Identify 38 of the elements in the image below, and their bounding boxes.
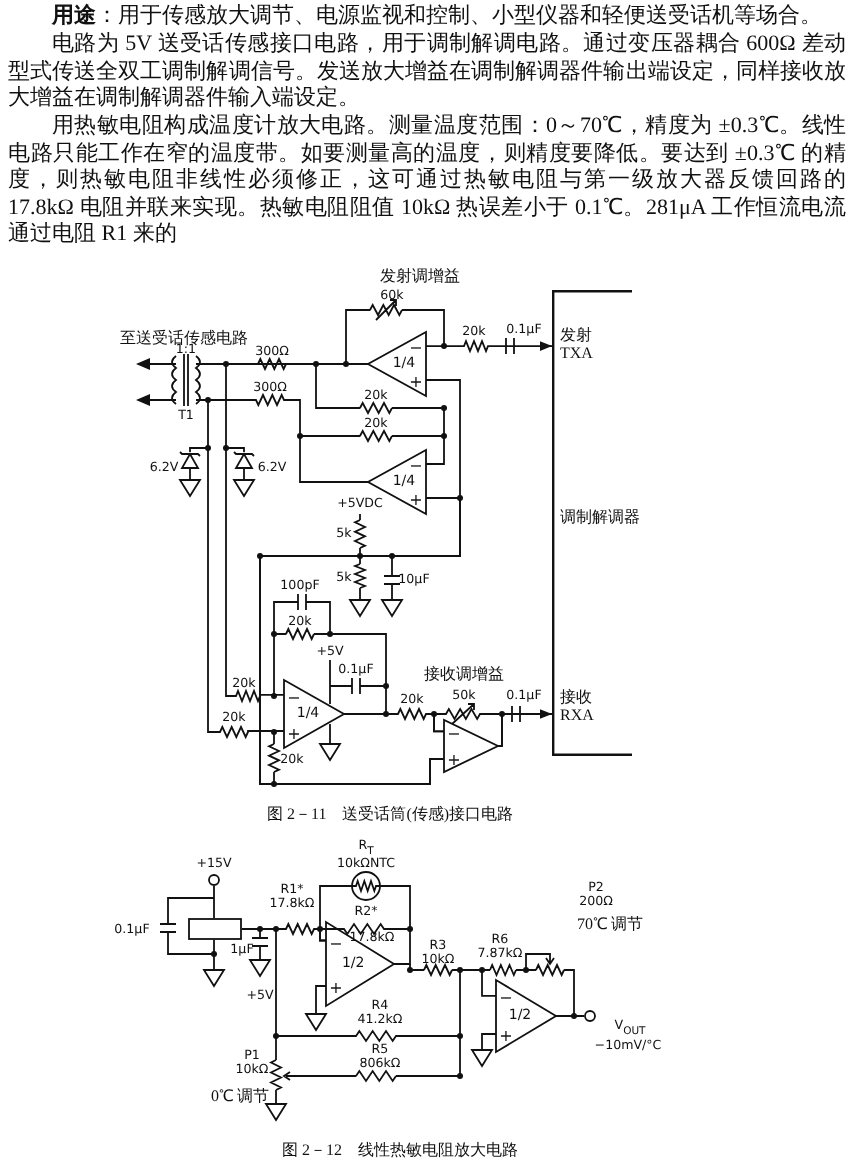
port-label: 接收 RXA [560, 688, 596, 724]
wire [207, 392, 369, 740]
op-amp-symbol [326, 922, 394, 1006]
input-sign: − [329, 936, 343, 950]
input-sign: + [499, 1029, 513, 1044]
input-sign: − [287, 690, 301, 704]
modem-block [552, 290, 644, 756]
input-sign: + [409, 492, 423, 507]
op-amp-symbol [444, 720, 498, 772]
input-sign: + [287, 726, 301, 741]
input-sign: − [499, 991, 513, 1005]
input-sign: − [409, 459, 423, 473]
wire [259, 497, 461, 785]
body-paragraph: 用热敏电阻构成温度计放大电路。测量温度范围：0～70℃，精度为 ±0.3℃。线性电路只能工作在窄的温度带。如要测量高的温度，则精度要降低。要达到 ±0.3℃ 的精度，则热敏电阻非线性必须修正，这可通过热敏电阻与第一级放大器反馈回路的 17.8kΩ 电阻并联来实现。热敏电阻阻值 10kΩ 热误差小于 0.1℃。281μA 工作恒流电流通过电阻 R1 来的 [8, 114, 846, 250]
circuit-note: 70℃ 调节 [577, 915, 643, 933]
figure-caption: 图 2－11 送受话筒(传感)接口电路 [266, 805, 514, 823]
input-sign: − [409, 341, 423, 355]
op-amp-symbol [284, 680, 344, 748]
input-sign: − [447, 726, 461, 740]
port-label: 发射 TXA [560, 326, 595, 362]
reference-chip [188, 918, 242, 940]
circuit-note: 至送受话传感电路 [120, 329, 248, 347]
signal-arrow [425, 338, 553, 354]
circuit-note: 接收调增益 [424, 665, 504, 683]
input-sign: + [447, 753, 461, 768]
wire [433, 707, 503, 747]
input-sign: + [409, 374, 423, 389]
figure-caption: 图 2－12 线性热敏电阻放大电路 [282, 1141, 518, 1159]
op-amp-symbol [496, 980, 556, 1052]
circuit-note: 发射调增益 [380, 267, 460, 285]
op-amp-symbol [368, 332, 426, 396]
circuit-note: 0℃ 调节 [211, 1087, 269, 1105]
wire [319, 878, 411, 965]
body-paragraph: 用途：用于传感放大调节、电源监视和控制、小型仪器和轻便送受话机等场合。 [49, 4, 824, 31]
body-paragraph: 电路为 5V 送受话传感接口电路，用于调制解调电路。通过变压器耦合 600Ω 差动型式传送全双工调制解调信号。发送放大增益在调制解调器件输出端设定，同样接收放大增益在调制解调器件输入端设定。 [8, 32, 846, 113]
block-title: 调制解调器 [560, 508, 640, 526]
input-sign: + [329, 980, 343, 995]
wire [225, 363, 369, 704]
